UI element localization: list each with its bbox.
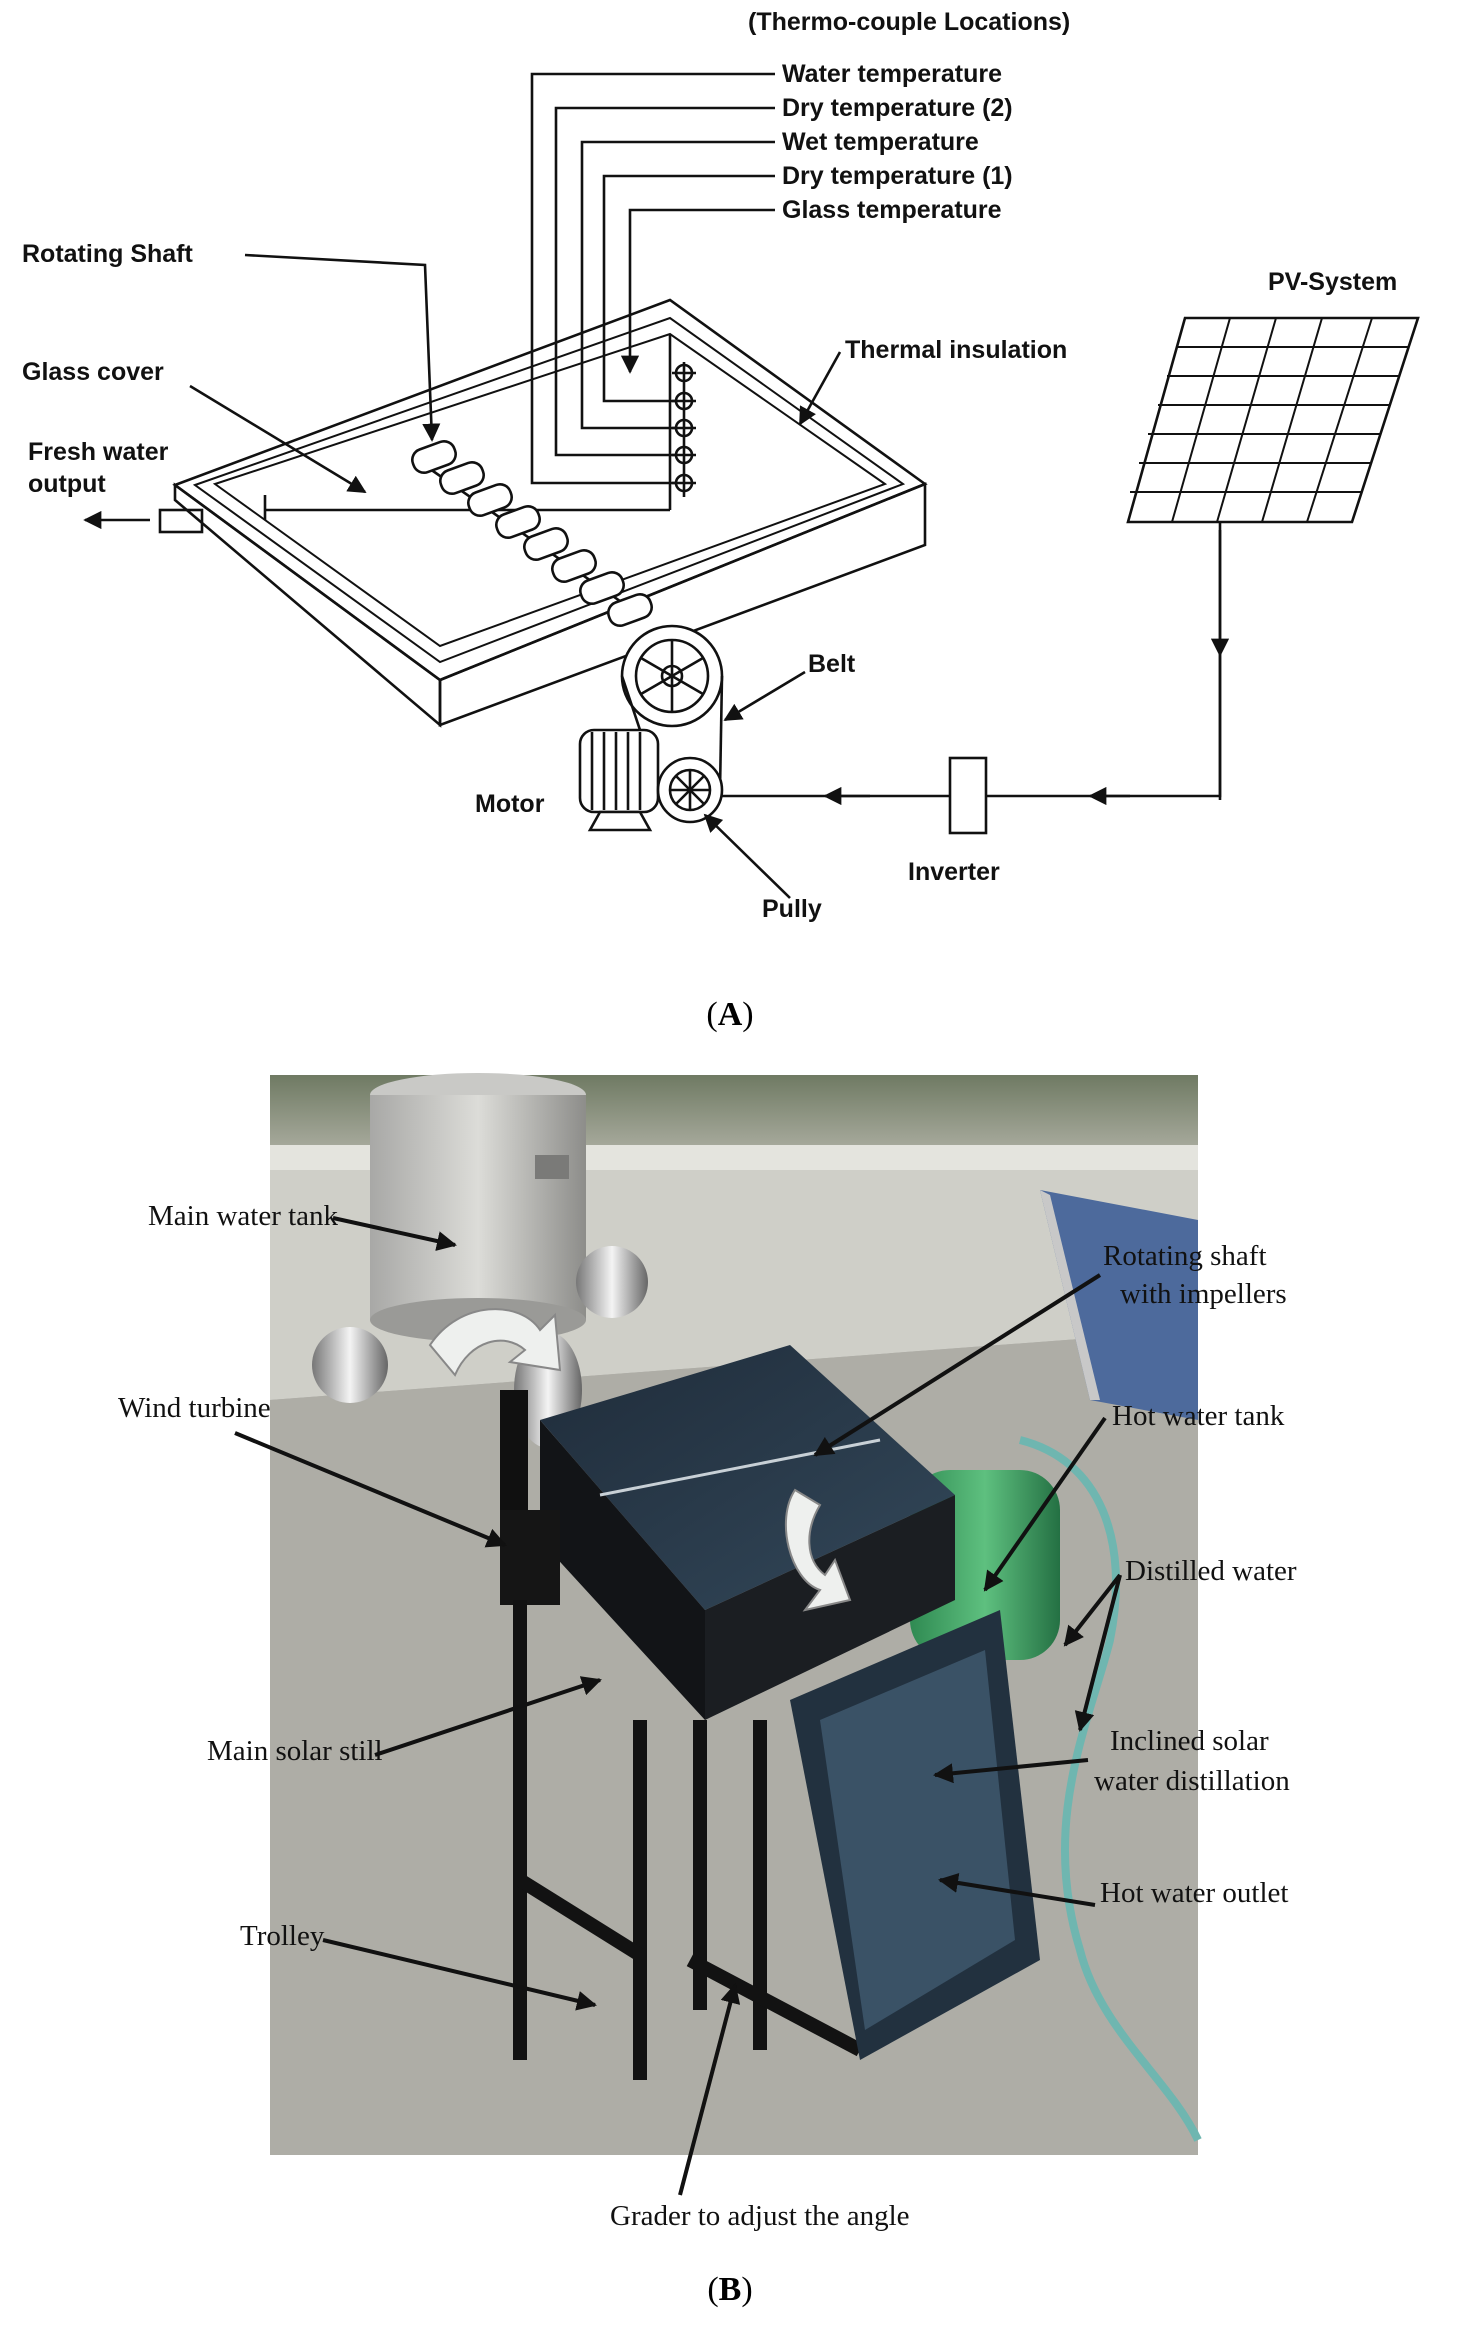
glass-cover-leader	[189, 384, 367, 494]
pv-wire-to-inverter	[985, 655, 1222, 798]
thermocouple-sensors	[672, 362, 696, 497]
label-thermal-insulation: Thermal insulation	[845, 336, 1067, 364]
label-wet-temperature: Wet temperature	[782, 128, 979, 156]
inverter-box	[948, 756, 988, 835]
rotating-shaft-leader	[244, 253, 441, 442]
label-motor: Motor	[475, 790, 545, 818]
thermocouple-header: (Thermo-couple Locations)	[748, 8, 1070, 36]
label-hot-water-tank: Hot water tank	[1112, 1400, 1285, 1432]
label-distilled-water: Distilled water	[1125, 1555, 1297, 1587]
rotation-arrow-right	[784, 1488, 852, 1612]
label-inverter: Inverter	[908, 858, 1000, 886]
label-rotating-shaft-1: Rotating shaft	[1103, 1240, 1267, 1272]
photo-leaders	[234, 1216, 1122, 2196]
lower-pulley	[656, 756, 724, 824]
label-dry-temperature-1: Dry temperature (1)	[782, 162, 1013, 190]
trolley-frame	[513, 1600, 864, 2080]
label-hot-water-outlet: Hot water outlet	[1100, 1877, 1288, 1909]
thermocouple-labels: Water temperature Dry temperature (2) We…	[782, 60, 1013, 224]
upper-pulley	[620, 624, 724, 728]
wind-turbine-box	[500, 1510, 560, 1605]
label-inclined-2: water distillation	[1094, 1765, 1290, 1797]
turbine-cup-left	[312, 1327, 388, 1403]
label-belt: Belt	[808, 650, 856, 678]
label-rotating-shaft: Rotating Shaft	[22, 240, 193, 268]
label-main-solar-still: Main solar still	[207, 1735, 383, 1767]
label-grader: Grader to adjust the angle	[610, 2200, 910, 2232]
label-pv-system: PV-System	[1268, 268, 1397, 296]
pv-panel-drawing	[1126, 316, 1420, 800]
rotating-shaft-drawing	[411, 439, 653, 628]
main-solar-still-drawing	[540, 1345, 955, 1720]
label-fresh-water-2: output	[28, 470, 106, 498]
solar-still-box	[172, 298, 928, 728]
thermocouple-leaders	[530, 72, 775, 485]
pully-leader	[703, 813, 791, 899]
water-hose	[1019, 1436, 1202, 2142]
label-wind-turbine: Wind turbine	[118, 1392, 271, 1424]
label-water-temperature: Water temperature	[782, 60, 1002, 88]
caption-a: (A)	[706, 996, 753, 1033]
label-glass-cover: Glass cover	[22, 358, 164, 386]
main-water-tank-drawing	[370, 1073, 586, 1342]
label-main-water-tank: Main water tank	[148, 1200, 339, 1232]
caption-b: (B)	[707, 2271, 752, 2308]
label-fresh-water-1: Fresh water	[28, 438, 169, 466]
rotation-arrow-left	[428, 1308, 562, 1377]
inclined-still-drawing	[790, 1610, 1040, 2060]
photo-b: Main water tank Wind turbine Rotating sh…	[118, 1073, 1297, 2308]
label-glass-temperature: Glass temperature	[782, 196, 1002, 224]
label-dry-temperature-2: Dry temperature (2)	[782, 94, 1013, 122]
turbine-cup-right	[576, 1246, 648, 1318]
thermal-insulation-leader	[798, 351, 842, 426]
fresh-water-outlet	[83, 508, 204, 534]
label-pully: Pully	[762, 895, 822, 923]
photo-labels: Main water tank Wind turbine Rotating sh…	[118, 1200, 1297, 2232]
motor-drawing	[578, 728, 660, 832]
belt-leader	[723, 670, 806, 722]
label-rotating-shaft-2: with impellers	[1120, 1278, 1287, 1310]
schematic-a: (Thermo-couple Locations) Water temperat…	[22, 8, 1420, 1033]
label-inclined-1: Inclined solar	[1110, 1725, 1269, 1757]
label-trolley: Trolley	[240, 1920, 325, 1952]
